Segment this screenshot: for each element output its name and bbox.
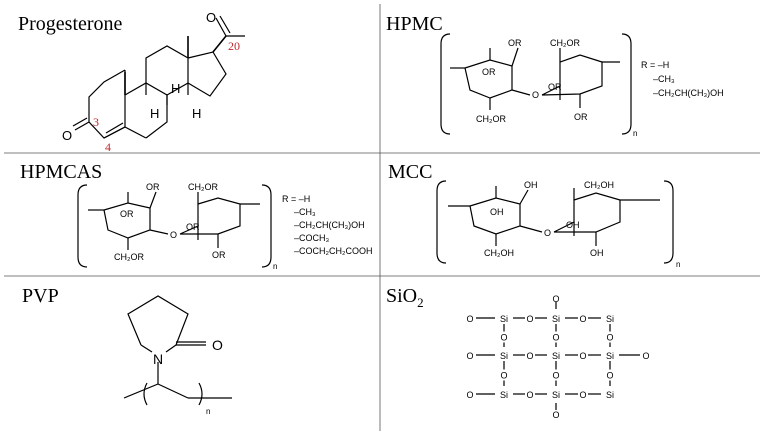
carbon-3-number: 3 xyxy=(93,115,99,129)
pvp-n-subscript: n xyxy=(206,407,210,416)
silicon-atom: Si xyxy=(606,314,614,324)
hpmcas-left-bracket xyxy=(77,184,88,268)
hpmc-or-3: OR xyxy=(548,82,562,92)
hpmcas-r-line-2: –CH₃ xyxy=(294,207,316,217)
hpmcas-ring-left xyxy=(88,191,169,250)
hpmcas-r-line-3: –CH₂CH(CH₃)OH xyxy=(294,220,365,230)
oxygen-atom: O xyxy=(526,390,533,400)
silicon-atom: Si xyxy=(552,314,560,324)
silicon-atom: Si xyxy=(500,390,508,400)
hpmcas-glycosidic-o: O xyxy=(170,230,177,240)
acetyl-oxygen-label: O xyxy=(206,10,216,25)
hpmcas-r-line-1: R = –H xyxy=(282,194,310,204)
terminal-oxygen: O xyxy=(466,314,473,324)
silicon-atom: Si xyxy=(552,390,560,400)
mcc-panel: MCC n OH OH OH OH CH₂OH CH₂OH O xyxy=(388,161,680,269)
oxygen-atom: O xyxy=(606,371,613,381)
hpmc-left-bracket xyxy=(440,33,451,135)
terminal-oxygen: O xyxy=(466,351,473,361)
terminal-oxygen: O xyxy=(466,390,473,400)
silicon-atom: Si xyxy=(500,314,508,324)
terminal-oxygen: O xyxy=(642,351,649,361)
hpmcas-right-bracket xyxy=(261,184,272,268)
hpmc-panel: HPMC n OR OR OR OR CH₂OR CH₂OR O R = –H … xyxy=(386,13,724,138)
mcc-oh-3: OH xyxy=(566,220,580,230)
mcc-ring-right xyxy=(553,188,660,246)
hpmcas-panel: HPMCAS n OR OR OR OR CH₂OR CH₂OR O R = –… xyxy=(20,161,373,271)
hydrogen-label-2: H xyxy=(171,81,180,96)
hpmcas-title: HPMCAS xyxy=(20,161,102,183)
pvp-panel: PVP N O n xyxy=(22,285,232,416)
hpmc-or-1: OR xyxy=(508,38,522,48)
progesterone-panel: Progesterone xyxy=(18,10,245,154)
hpmc-or-4: OR xyxy=(574,112,588,122)
hpmcas-r-line-4: –COCH₃ xyxy=(294,233,330,243)
oxygen-atom: O xyxy=(500,371,507,381)
pvp-carbonyl-oxygen: O xyxy=(212,337,223,353)
hpmc-n-subscript: n xyxy=(633,129,637,138)
silicon-atom: Si xyxy=(606,390,614,400)
hpmcas-ch2or-2: CH₂OR xyxy=(114,252,144,262)
hpmcas-or-1: OR xyxy=(146,182,160,192)
oxygen-atom: O xyxy=(606,333,613,343)
mcc-oh-1: OH xyxy=(524,180,538,190)
oxygen-atom: O xyxy=(579,390,586,400)
carbon-4-number: 4 xyxy=(105,140,111,154)
mcc-ring-left xyxy=(448,186,543,246)
ring-oxygen-label: O xyxy=(62,128,72,143)
oxygen-atom: O xyxy=(552,333,559,343)
mcc-ch2oh-1: CH₂OH xyxy=(584,180,614,190)
pvp-nitrogen: N xyxy=(153,351,163,367)
hpmc-ring-right xyxy=(541,48,620,108)
oxygen-atom: O xyxy=(579,314,586,324)
oxygen-atom: O xyxy=(500,333,507,343)
mcc-oh-4: OH xyxy=(590,248,604,258)
terminal-oxygen: O xyxy=(552,294,559,304)
pvp-title: PVP xyxy=(22,285,59,307)
hpmcas-r-line-5: –COCH₂CH₂COOH xyxy=(294,246,373,256)
hpmc-or-2: OR xyxy=(482,67,496,77)
hpmc-title: HPMC xyxy=(386,13,443,35)
silicon-atom: Si xyxy=(606,351,614,361)
terminal-oxygen: O xyxy=(552,410,559,420)
hpmc-r-line-2: –CH₃ xyxy=(653,74,675,84)
pvp-skeleton xyxy=(123,295,232,406)
hpmc-ch2or-2: CH₂OR xyxy=(476,114,506,124)
oxygen-atom: O xyxy=(579,351,586,361)
hydrogen-label-3: H xyxy=(192,106,201,121)
hpmc-right-bracket xyxy=(621,33,632,135)
carbon-20-number: 20 xyxy=(228,39,240,53)
progesterone-skeleton xyxy=(72,15,245,139)
silicon-atom: Si xyxy=(552,351,560,361)
hydrogen-label-1: H xyxy=(150,106,159,121)
mcc-n-subscript: n xyxy=(676,260,680,269)
hpmc-r-line-1: R = –H xyxy=(641,60,669,70)
hpmcas-ring-right xyxy=(179,192,260,248)
hpmcas-or-2: OR xyxy=(120,209,134,219)
oxygen-atom: O xyxy=(526,351,533,361)
sio2-title: SiO2 xyxy=(386,285,424,310)
hpmc-ring-left xyxy=(450,47,531,110)
silicon-atom: Si xyxy=(500,351,508,361)
mcc-right-bracket xyxy=(663,180,674,264)
mcc-glycosidic-o: O xyxy=(544,228,551,238)
progesterone-title: Progesterone xyxy=(18,13,123,35)
mcc-left-bracket xyxy=(436,180,447,264)
hpmc-ch2or-1: CH₂OR xyxy=(550,38,580,48)
hpmcas-or-4: OR xyxy=(212,250,226,260)
mcc-oh-2: OH xyxy=(490,207,504,217)
oxygen-atom: O xyxy=(526,314,533,324)
oxygen-atom: O xyxy=(552,371,559,381)
hpmc-glycosidic-o: O xyxy=(532,90,539,100)
mcc-ch2oh-2: CH₂OH xyxy=(484,248,514,258)
hpmcas-n-subscript: n xyxy=(273,262,277,271)
hpmc-r-line-3: –CH₂CH(CH₃)OH xyxy=(653,88,724,98)
mcc-title: MCC xyxy=(388,161,432,183)
hpmcas-ch2or-1: CH₂OR xyxy=(188,182,218,192)
hpmcas-or-3: OR xyxy=(186,222,200,232)
